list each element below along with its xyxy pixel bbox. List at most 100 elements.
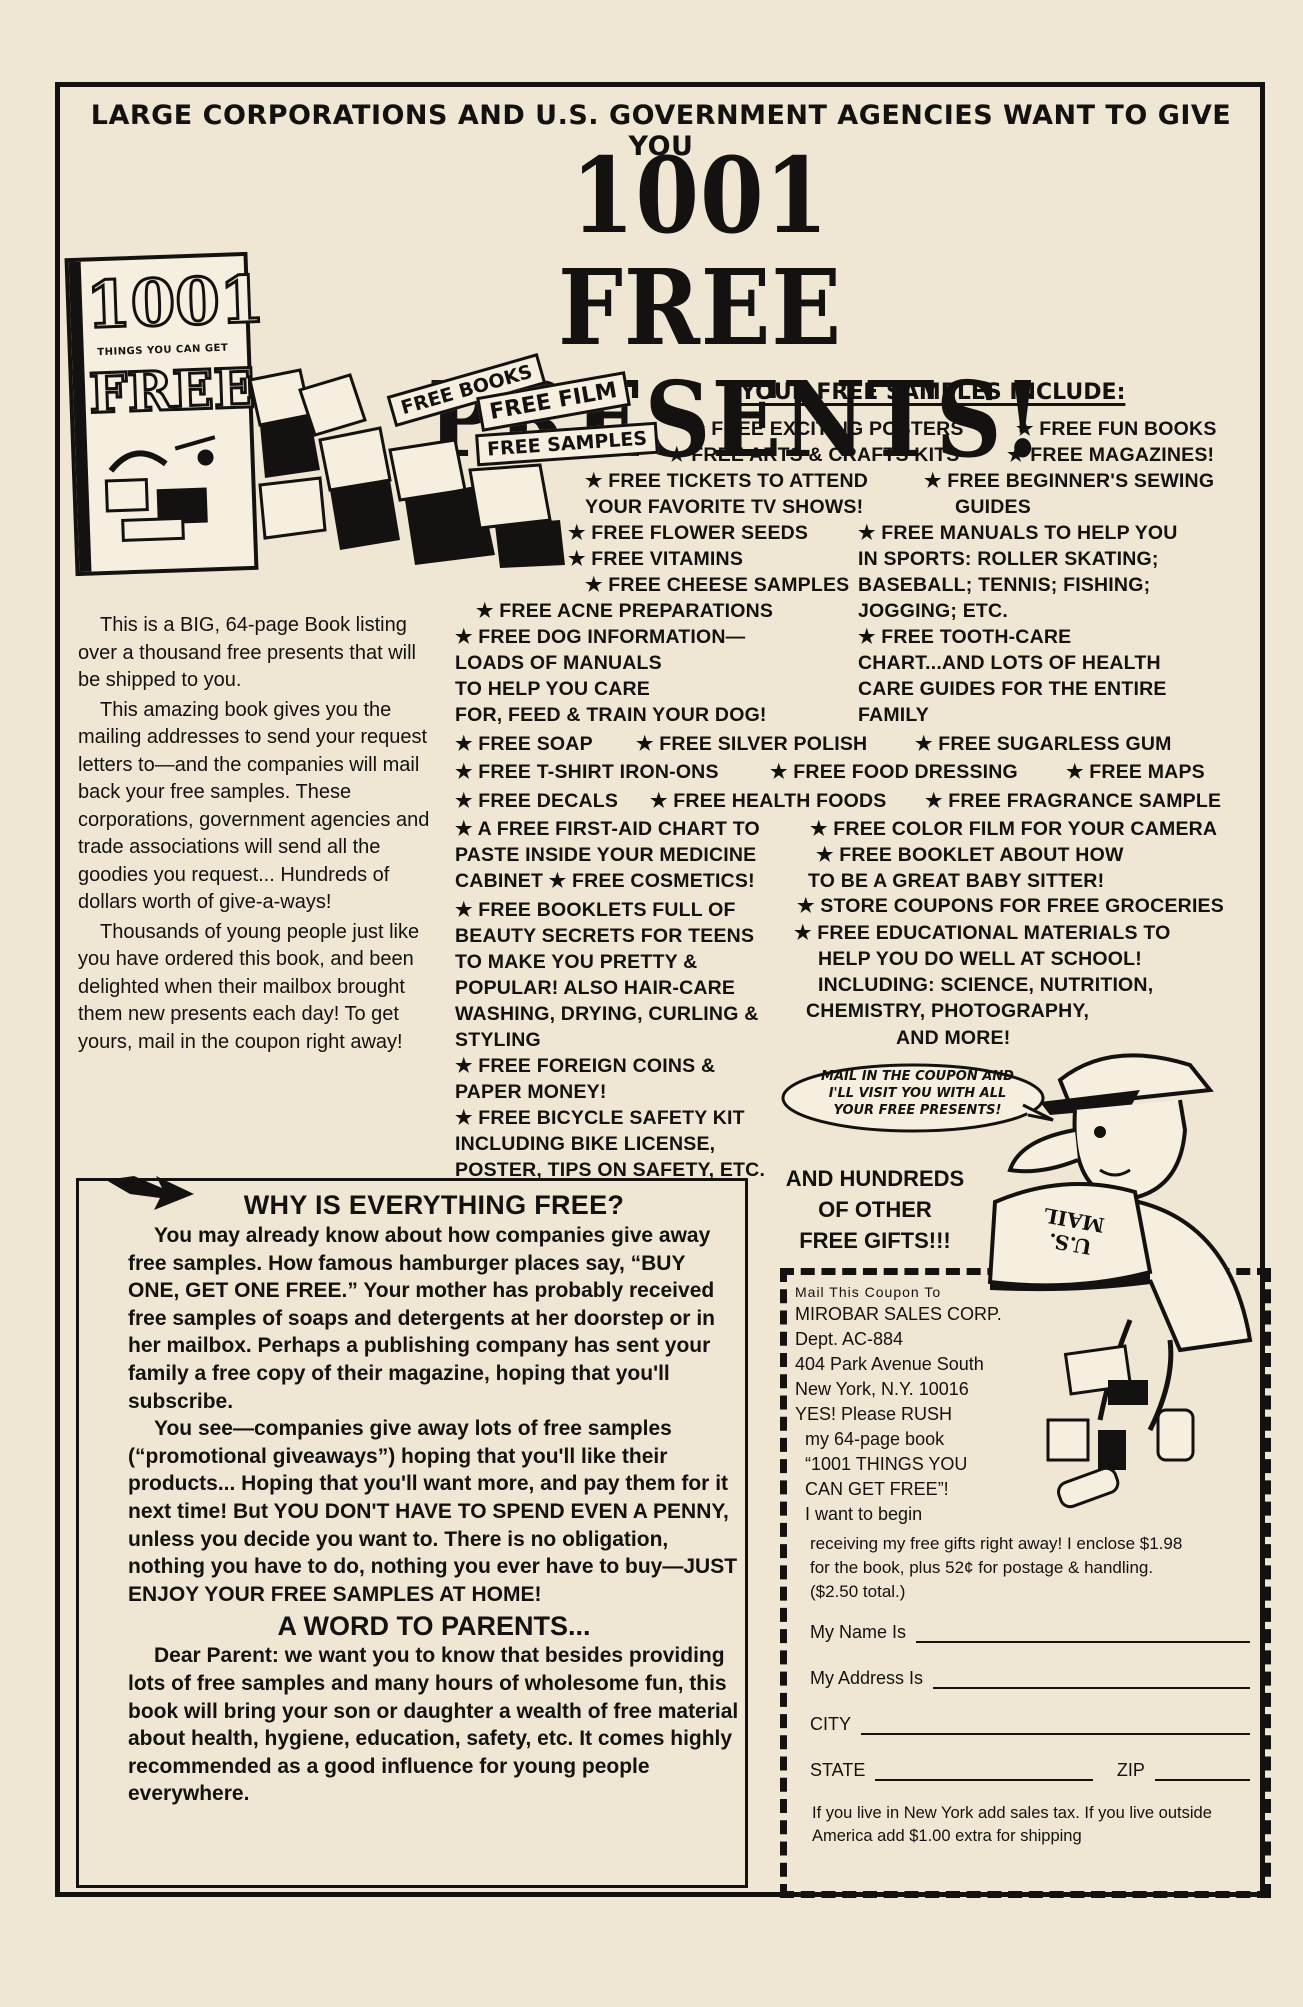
- coupon-street: 404 Park Avenue South: [795, 1354, 984, 1374]
- intro-copy: This is a BIG, 64-page Book listing over…: [78, 612, 433, 1058]
- sample-item: POPULAR! ALSO HAIR-CARE: [455, 977, 736, 999]
- mailman-icon: [1007, 1053, 1253, 1432]
- city-input-line[interactable]: [861, 1715, 1250, 1735]
- intro-paragraph: This is a BIG, 64-page Book listing over…: [78, 614, 416, 691]
- headline-line-1: 1001 FREE: [557, 134, 843, 369]
- sample-item: TO BE A GREAT BABY SITTER!: [808, 870, 1105, 892]
- city-label: CITY: [810, 1714, 852, 1734]
- ad-border: [55, 82, 1265, 1897]
- sample-item: ★ FREE EDUCATIONAL MATERIALS TO: [794, 922, 1171, 944]
- sample-item: YOUR FAVORITE TV SHOWS!: [585, 496, 864, 518]
- sample-item: ★ FREE BOOKLETS FULL OF: [455, 899, 736, 921]
- sample-item: ★ FREE FRAGRANCE SAMPLE: [925, 790, 1222, 812]
- bubble-line: YOUR FREE PRESENTS!: [833, 1103, 1002, 1118]
- sample-item: TO HELP YOU CARE: [455, 678, 650, 700]
- sample-item: ★ FREE MAPS: [1066, 761, 1205, 783]
- sample-item: ★ FREE HEALTH FOODS: [650, 790, 887, 812]
- why-free-box: [76, 1178, 748, 1888]
- address-label: My Address Is: [810, 1668, 924, 1688]
- sample-item: ★ FREE BEGINNER'S SEWING: [924, 470, 1215, 492]
- sample-item: ★ FREE EXCITING POSTERS: [688, 418, 964, 440]
- sample-item: PASTE INSIDE YOUR MEDICINE: [455, 844, 757, 866]
- sample-item: IN SPORTS: ROLLER SKATING;: [858, 548, 1159, 570]
- sample-item: POSTER, TIPS ON SAFETY, ETC.: [455, 1159, 766, 1181]
- shipping-note: If you live in New York add sales tax. I…: [812, 1804, 1212, 1845]
- sample-item: ★ FREE ARTS & CRAFTS KITS: [668, 444, 960, 466]
- sample-item: JOGGING; ETC.: [858, 600, 1008, 622]
- sample-item: ★ FREE SOAP: [455, 733, 593, 755]
- coupon-my-book: my 64-page book: [805, 1429, 945, 1449]
- sample-item: HELP YOU DO WELL AT SCHOOL!: [818, 948, 1142, 970]
- coupon-begin: I want to begin: [805, 1504, 923, 1524]
- pointing-arrow-icon: [106, 1176, 194, 1210]
- hundreds-line: OF OTHER: [818, 1197, 932, 1222]
- coupon-for-book: for the book, plus 52¢ for postage & han…: [810, 1558, 1154, 1577]
- sample-item: ★ FREE MANUALS TO HELP YOU: [858, 522, 1178, 544]
- sample-item: GUIDES: [955, 496, 1031, 518]
- sample-item: CABINET ★ FREE COSMETICS!: [455, 870, 755, 892]
- parents-paragraph: Dear Parent: we want you to know that be…: [128, 1644, 739, 1806]
- coupon-book-title: CAN GET FREE”!: [805, 1479, 949, 1499]
- sample-item: AND MORE!: [896, 1027, 1011, 1049]
- parents-title: A WORD TO PARENTS...: [277, 1611, 591, 1642]
- sample-item: CARE GUIDES FOR THE ENTIRE: [858, 678, 1167, 700]
- coupon-receiving: receiving my free gifts right away! I en…: [810, 1534, 1183, 1553]
- sample-item: ★ FREE TICKETS TO ATTEND: [585, 470, 869, 492]
- sample-item: ★ FREE DECALS: [455, 790, 619, 812]
- sample-item: ★ FREE BICYCLE SAFETY KIT: [455, 1107, 745, 1129]
- sample-item: ★ FREE SUGARLESS GUM: [915, 733, 1172, 755]
- coupon-payment: receiving my free gifts right away! I en…: [810, 1532, 1260, 1604]
- why-paragraph: You see—companies give away lots of free…: [128, 1417, 738, 1606]
- state-input-line[interactable]: [875, 1761, 1093, 1781]
- sample-item: ★ FREE MAGAZINES!: [1007, 444, 1215, 466]
- name-label: My Name Is: [810, 1622, 907, 1642]
- state-zip-field[interactable]: STATE ZIP: [810, 1760, 1250, 1781]
- samples-heading: YOUR FREE SAMPLES INCLUDE:: [740, 380, 1126, 405]
- why-free-copy: WHY IS EVERYTHING FREE? You may already …: [128, 1188, 740, 1808]
- why-paragraph: You may already know about how companies…: [128, 1224, 715, 1413]
- sample-item: STYLING: [455, 1029, 541, 1051]
- sample-item: ★ A FREE FIRST-AID CHART TO: [455, 818, 760, 840]
- coupon-mail-this: Mail This Coupon To: [795, 1284, 942, 1300]
- address-field[interactable]: My Address Is: [810, 1668, 1250, 1689]
- name-field[interactable]: My Name Is: [810, 1622, 1250, 1643]
- sample-item: CHEMISTRY, PHOTOGRAPHY,: [806, 1000, 1090, 1022]
- samples-list: ★ FREE EXCITING POSTERS ★ FREE FUN BOOKS…: [455, 418, 1224, 1181]
- packages-icon: [1046, 1344, 1195, 1509]
- gifts-drawing-icon: [104, 435, 216, 542]
- coupon-total: ($2.50 total.): [810, 1582, 906, 1601]
- sample-item: ★ FREE FUN BOOKS: [1016, 418, 1217, 440]
- sample-item: ★ FREE FOOD DRESSING: [770, 761, 1018, 783]
- sample-item: CHART...AND LOTS OF HEALTH: [858, 652, 1161, 674]
- sample-item: INCLUDING: SCIENCE, NUTRITION,: [818, 974, 1154, 996]
- address-input-line[interactable]: [933, 1669, 1250, 1689]
- sample-item: ★ FREE SILVER POLISH: [636, 733, 868, 755]
- sample-item: FOR, FEED & TRAIN YOUR DOG!: [455, 704, 767, 726]
- coupon-rush: YES! Please RUSH: [795, 1404, 953, 1424]
- city-field[interactable]: CITY: [810, 1714, 1250, 1735]
- coupon-city: New York, N.Y. 10016: [795, 1379, 969, 1399]
- speech-bubble-icon: [781, 1063, 1054, 1133]
- zip-label: ZIP: [1116, 1760, 1145, 1780]
- sample-item: WASHING, DRYING, CURLING &: [455, 1003, 759, 1025]
- coupon-company: MIROBAR SALES CORP.: [795, 1304, 1002, 1324]
- intro-paragraph: This amazing book gives you the mailing …: [78, 698, 430, 914]
- sample-item: ★ FREE ACNE PREPARATIONS: [476, 600, 774, 622]
- sample-item: TO MAKE YOU PRETTY &: [455, 951, 698, 973]
- sample-item: PAPER MONEY!: [455, 1081, 607, 1103]
- hundreds-of-gifts: AND HUNDREDS OF OTHER FREE GIFTS!!!: [780, 1163, 970, 1256]
- sample-item: ★ FREE FLOWER SEEDS: [568, 522, 809, 544]
- sample-item: ★ STORE COUPONS FOR FREE GROCERIES: [797, 895, 1224, 917]
- sample-item: INCLUDING BIKE LICENSE,: [455, 1133, 716, 1155]
- hundreds-line: FREE GIFTS!!!: [799, 1228, 951, 1253]
- coupon-address: Mail This Coupon To MIROBAR SALES CORP. …: [795, 1282, 1055, 1527]
- sample-item: FAMILY: [858, 704, 929, 726]
- bubble-line: I'LL VISIT YOU WITH ALL: [828, 1086, 1007, 1101]
- sample-item: BASEBALL; TENNIS; FISHING;: [858, 574, 1151, 596]
- zip-input-line[interactable]: [1154, 1761, 1250, 1781]
- speech-bubble-text: MAIL IN THE COUPON AND I'LL VISIT YOU WI…: [790, 1068, 1045, 1119]
- why-title: WHY IS EVERYTHING FREE?: [243, 1190, 625, 1220]
- sample-item: ★ FREE T-SHIRT IRON-ONS: [455, 761, 719, 783]
- sample-item: ★ FREE VITAMINS: [568, 548, 744, 570]
- name-input-line[interactable]: [916, 1623, 1250, 1643]
